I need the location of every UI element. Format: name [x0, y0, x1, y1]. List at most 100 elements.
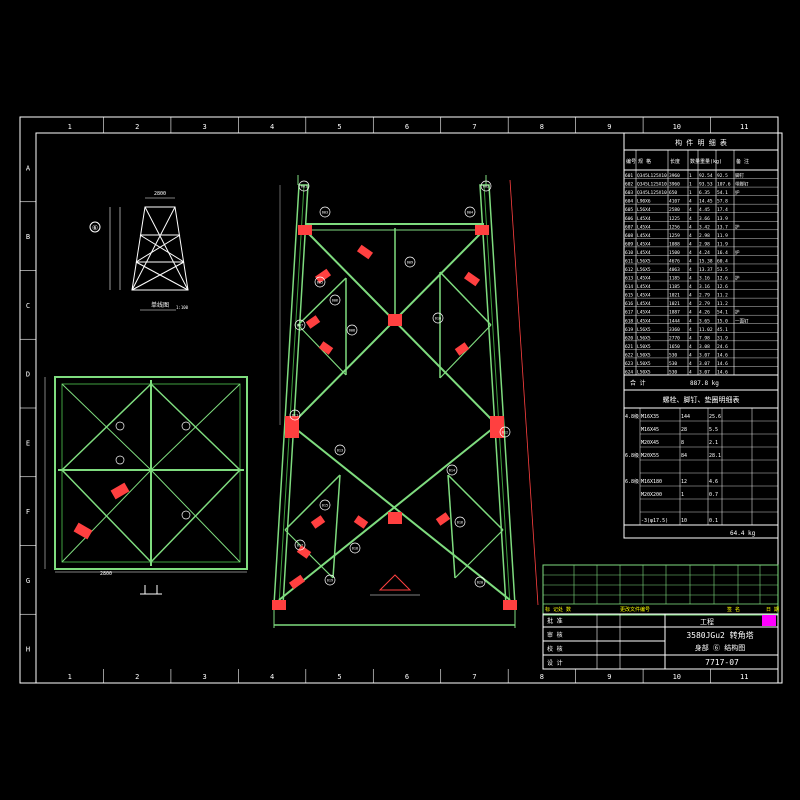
parts-cell: 3.07	[699, 352, 710, 358]
member-callout-circle	[404, 256, 416, 268]
parts-cell: 11.9	[717, 241, 728, 247]
parts-cell: 607	[625, 224, 633, 230]
schematic-scale: 1:100	[176, 305, 189, 310]
parts-cell: 92.5	[717, 173, 728, 179]
parts-header-cell: 编号	[626, 158, 636, 165]
grid-row-label: B	[26, 233, 30, 241]
parts-cell: 93.53	[699, 182, 713, 188]
grid-column-label: 6	[405, 123, 409, 131]
parts-cell: 4676	[669, 258, 680, 264]
title-block: 工程 3580JGu2 转角塔 身部 ⑥ 结构图 7717-07 批 准审 核校…	[542, 613, 779, 670]
parts-cell: 4	[689, 327, 692, 333]
parts-cell: 11.02	[699, 327, 713, 333]
grid-column-label: 1	[68, 123, 72, 131]
bolt-cell: 1	[681, 492, 684, 498]
parts-cell: 1887	[669, 310, 680, 316]
parts-cell: 1500	[669, 250, 680, 256]
parts-cell: 1021	[669, 301, 680, 307]
parts-cell: 3.07	[699, 361, 710, 367]
parts-cell: 11.2	[717, 293, 728, 299]
parts-cell: 12.6	[717, 284, 728, 290]
parts-cell: 3960	[669, 182, 680, 188]
grid-column-label: 6	[405, 673, 409, 681]
parts-cell: 602	[625, 182, 633, 188]
parts-cell: 4	[689, 233, 692, 239]
parts-cell: 608	[625, 233, 633, 239]
parts-cell: 17.4	[717, 207, 728, 213]
parts-cell: 1185	[669, 276, 680, 282]
grid-column-label: 4	[270, 673, 274, 681]
bolt-total-value: 64.4 kg	[730, 530, 756, 537]
member-callout-label: 618	[352, 547, 358, 551]
parts-cell: 2770	[669, 335, 680, 341]
member-callout-label: 614	[449, 469, 455, 473]
parts-cell: 14.6	[717, 352, 728, 358]
grid-column-label: 11	[740, 673, 748, 681]
grid-column-label: 2	[135, 123, 139, 131]
parts-cell: 3.16	[699, 276, 710, 282]
parts-total-label: 合 计	[630, 379, 646, 387]
parts-table-title: 构 件 明 细 表	[675, 138, 727, 147]
parts-cell: 60.4	[717, 258, 728, 264]
parts-cell: 12.6	[717, 276, 728, 282]
member-callout-circle	[334, 444, 346, 456]
bolt-cell: 8	[681, 440, 684, 446]
parts-cell: 4	[689, 293, 692, 299]
bolt-cell: 0.7	[709, 492, 718, 498]
parts-cell: 护	[735, 223, 740, 230]
parts-cell: 2.79	[699, 293, 710, 299]
parts-cell: L50X5	[637, 370, 651, 376]
parts-cell: 13.9	[717, 216, 728, 222]
parts-cell: 14.6	[717, 361, 728, 367]
member-callout-label: 606	[332, 299, 338, 303]
bolt-cell: 5.5	[709, 427, 718, 433]
parts-cell: L45X4	[637, 241, 651, 247]
bolt-cell: 28	[681, 427, 687, 433]
parts-cell: 4.45	[699, 207, 710, 213]
title-row-label: 审 核	[547, 631, 563, 639]
parts-cell: 11.2	[717, 301, 728, 307]
parts-cell: 3.07	[699, 370, 710, 376]
parts-cell: 13.7	[717, 224, 728, 230]
parts-cell: 3.42	[699, 224, 710, 230]
parts-cell: 脚钉	[735, 172, 744, 179]
parts-cell: 1	[689, 182, 692, 188]
parts-cell: 4	[689, 199, 692, 205]
parts-cell: 618	[625, 318, 633, 324]
parts-cell: L45X4	[637, 301, 651, 307]
parts-cell: 3.16	[699, 284, 710, 290]
bolt-cell: 28.1	[709, 453, 721, 459]
member-callout-circle	[499, 426, 511, 438]
grid-column-label: 9	[607, 673, 611, 681]
parts-cell: 1	[689, 190, 692, 196]
member-callout-circle	[474, 576, 486, 588]
member-callout-circle	[298, 180, 310, 192]
parts-cell: Q345L125X10	[637, 182, 667, 188]
elevation-schematic: ⑥ 2800 单线图 1:100	[89, 191, 189, 311]
parts-cell: 1650	[669, 344, 680, 350]
parts-cell: 2.79	[699, 301, 710, 307]
grid-column-label: 2	[135, 673, 139, 681]
member-callout-circle	[464, 206, 476, 218]
bolt-cell: M20X55	[641, 453, 659, 459]
parts-cell: L45X4	[637, 293, 651, 299]
parts-cell: 4	[689, 310, 692, 316]
parts-cell: 617	[625, 310, 633, 316]
grid-row-label: D	[26, 371, 30, 379]
member-callout-circle	[349, 542, 361, 554]
parts-cell: 24.6	[717, 344, 728, 350]
member-callout-circle	[329, 294, 341, 306]
member-callout-circle	[294, 319, 306, 331]
parts-cell: 1444	[669, 318, 680, 324]
parts-cell: 619	[625, 327, 633, 333]
parts-cell: 92.54	[699, 173, 713, 179]
bolt-cell: 0.1	[709, 518, 718, 524]
grid-column-label: 4	[270, 123, 274, 131]
parts-header-cell: 数量	[690, 158, 700, 165]
parts-cell: 601	[625, 173, 633, 179]
parts-cell: 4	[689, 250, 692, 256]
grid-column-label: 3	[203, 123, 207, 131]
member-callout-label: 617	[297, 544, 303, 548]
